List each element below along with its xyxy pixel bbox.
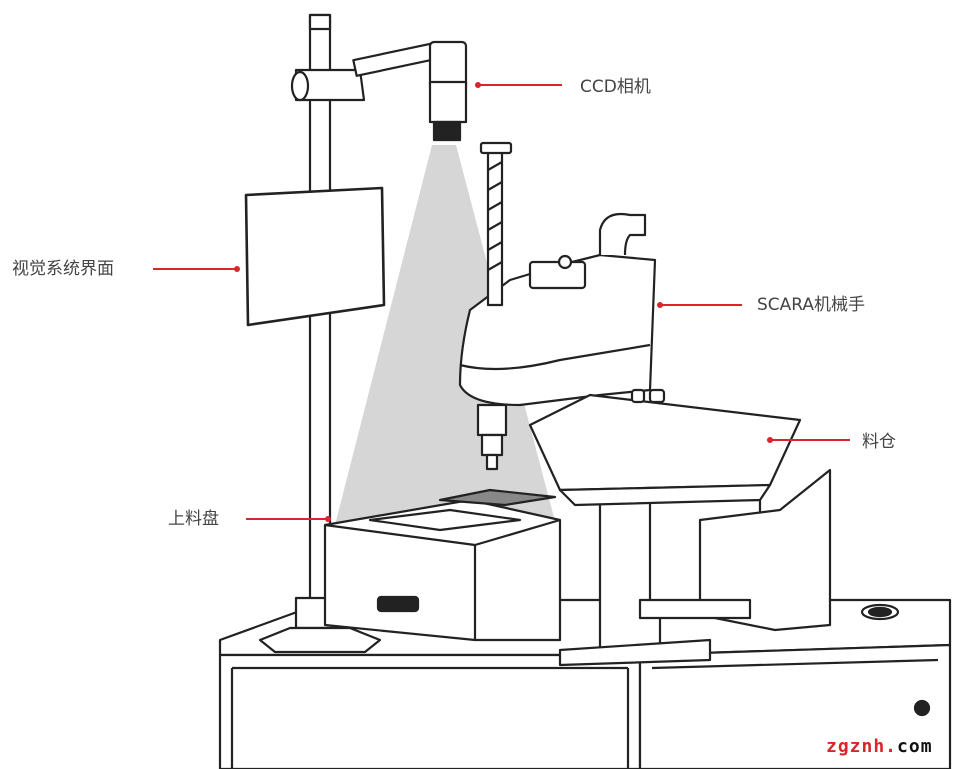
vision-monitor bbox=[244, 186, 386, 327]
vision-interface-label: 视觉系统界面 bbox=[12, 259, 114, 279]
loading-tray-leader-dot bbox=[325, 516, 331, 522]
loading-tray-leader-line bbox=[246, 518, 328, 520]
vision-interface-leader-line bbox=[153, 268, 237, 270]
watermark: zgznh.com bbox=[826, 736, 933, 757]
loading-tray-base bbox=[323, 488, 562, 642]
hopper-leader-line bbox=[770, 439, 850, 441]
watermark-part2: com bbox=[897, 736, 933, 757]
hopper-label: 料仓 bbox=[862, 432, 896, 452]
vision-interface-leader-dot bbox=[234, 266, 240, 272]
ccd-camera-leader-line bbox=[478, 84, 562, 86]
ccd-camera-label: CCD相机 bbox=[580, 77, 651, 97]
watermark-part1: zgznh. bbox=[826, 736, 898, 757]
scara-robot-leader-line bbox=[660, 304, 742, 306]
scara-robot bbox=[458, 141, 832, 667]
scara-robot-label: SCARA机械手 bbox=[757, 295, 866, 315]
loading-tray-label: 上料盘 bbox=[168, 509, 219, 529]
